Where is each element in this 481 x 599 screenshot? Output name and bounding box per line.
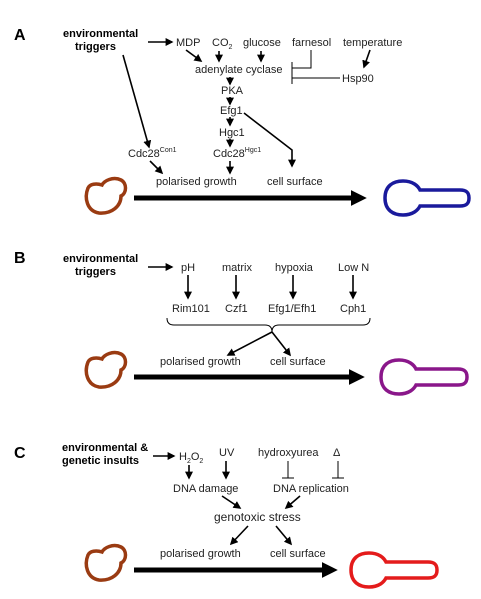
panel-c-letter: C <box>14 445 26 462</box>
signal-temperature: temperature <box>343 37 402 49</box>
panel-c-trigger-line1: environmental & <box>62 442 148 454</box>
arrow-temperature-to-hsp90 <box>362 49 371 69</box>
arrow-regulators-to-surface <box>271 331 291 357</box>
panel-b: B environmental triggers pH matrix hypox… <box>14 250 469 396</box>
regulator-rim101: Rim101 <box>172 303 210 315</box>
signal-delta: Δ <box>333 447 341 459</box>
panel-b-letter: B <box>14 250 26 267</box>
signal-low-n: Low N <box>338 262 369 274</box>
arrow-regulators-to-growth <box>226 331 273 356</box>
signal-farnesol: farnesol <box>292 37 331 49</box>
hypha-b <box>379 358 469 396</box>
hypha-c <box>349 551 439 589</box>
panel-a-trigger-line1: environmental <box>63 28 138 40</box>
regulator-bracket <box>166 317 371 333</box>
arrow-trigger-to-cdc28-con1 <box>122 54 152 149</box>
panel-c-trigger-line2: genetic insults <box>62 455 139 467</box>
arrow-stress-to-surface <box>275 525 293 546</box>
yeast-cell-c <box>84 543 128 582</box>
signal-uv: UV <box>219 447 235 459</box>
arrow-efg1-to-cell-surface <box>243 112 296 168</box>
dna-damage: DNA damage <box>173 483 238 495</box>
hsp90: Hsp90 <box>342 73 374 85</box>
arrow-stress-to-growth <box>229 525 249 546</box>
arrow-dna-replication-to-stress <box>284 495 301 510</box>
signal-mdp: MDP <box>176 37 200 49</box>
efg1: Efg1 <box>220 105 243 117</box>
panel-c: C environmental & genetic insults H2O2 U… <box>14 442 439 589</box>
signal-hydroxyurea: hydroxyurea <box>258 447 319 459</box>
polarised-growth-b: polarised growth <box>160 356 241 368</box>
signal-hypoxia: hypoxia <box>275 262 314 274</box>
dna-replication: DNA replication <box>273 483 349 495</box>
pka: PKA <box>221 85 244 97</box>
signal-h2o2: H2O2 <box>179 451 203 465</box>
arrow-cdc28-con1-to-growth <box>149 160 164 175</box>
signal-glucose: glucose <box>243 37 281 49</box>
polarised-growth-a: polarised growth <box>156 176 237 188</box>
farnesol-inhibition-line <box>292 50 312 69</box>
hypha-a <box>383 179 471 217</box>
signal-ph: pH <box>181 262 195 274</box>
panel-a: A environmental triggers MDP CO2 glucose… <box>14 27 471 217</box>
regulator-efg1-efh1: Efg1/Efh1 <box>268 303 316 315</box>
cell-surface-b: cell surface <box>270 356 326 368</box>
panel-b-trigger-line1: environmental <box>63 253 138 265</box>
signal-matrix: matrix <box>222 262 252 274</box>
yeast-cell-b <box>84 350 128 389</box>
cell-surface-c: cell surface <box>270 548 326 560</box>
polarised-growth-c: polarised growth <box>160 548 241 560</box>
cdc28-hgc1: Cdc28Hgc1 <box>213 147 261 160</box>
regulator-czf1: Czf1 <box>225 303 248 315</box>
panel-b-trigger-line2: triggers <box>75 266 116 278</box>
genotoxic-stress: genotoxic stress <box>214 510 301 524</box>
cdc28-con1: Cdc28Con1 <box>128 147 177 160</box>
hgc1: Hgc1 <box>219 127 245 139</box>
panel-a-letter: A <box>14 27 26 44</box>
panel-a-trigger-line2: triggers <box>75 41 116 53</box>
adenylate-cyclase: adenylate cyclase <box>195 64 282 76</box>
arrow-mdp-to-ac <box>185 49 203 62</box>
cell-surface-a: cell surface <box>267 176 323 188</box>
regulator-cph1: Cph1 <box>340 303 366 315</box>
arrow-dna-damage-to-stress <box>221 495 242 509</box>
yeast-cell-a <box>84 176 128 215</box>
signal-co2: CO2 <box>212 37 233 51</box>
